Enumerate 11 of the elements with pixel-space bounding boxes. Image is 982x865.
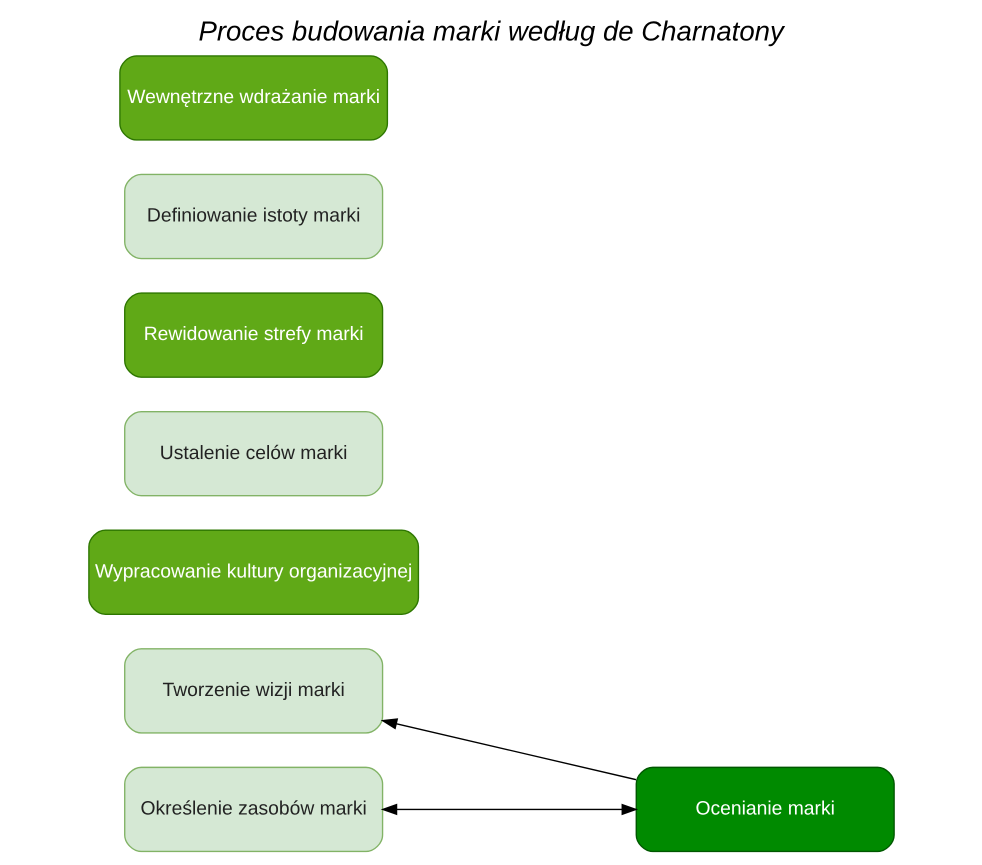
node-box: Wewnętrzne wdrażanie marki (118, 54, 388, 140)
node-box: Ustalenie celów marki (124, 410, 383, 496)
arrow (380, 718, 636, 780)
node-box: Określenie zasobów marki (124, 766, 383, 852)
node-box: Ocenianie marki (635, 766, 894, 852)
node-box: Tworzenie wizji marki (124, 648, 383, 734)
node-box: Definiowanie istoty marki (124, 173, 383, 259)
node-box: Rewidowanie strefy marki (124, 292, 383, 378)
node-box: Wypracowanie kultury organizacyjnej (88, 529, 419, 615)
diagram-title: Proces budowania marki według de Charnatony (198, 15, 784, 46)
arrow (380, 803, 638, 815)
